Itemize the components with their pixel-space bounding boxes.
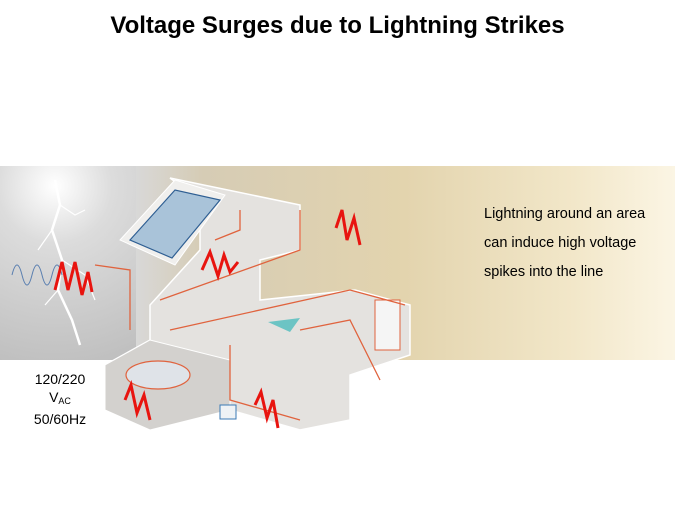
house-body [104, 177, 411, 431]
sine-wave-icon [11, 264, 63, 286]
supply-voltage: 120/220 [34, 371, 86, 387]
supply-frequency: 50/60Hz [33, 411, 87, 427]
slide-title: Voltage Surges due to Lightning Strikes [110, 12, 565, 39]
voltage-spike-icon [53, 209, 362, 429]
lightning-bolt-icon [37, 179, 96, 346]
storm-sky [0, 166, 136, 360]
supply-unit: VAC [49, 389, 71, 406]
description-text: Lightning around an area can induce high… [484, 206, 646, 280]
supply-label: 120/220 VAC 50/60Hz [20, 370, 100, 428]
